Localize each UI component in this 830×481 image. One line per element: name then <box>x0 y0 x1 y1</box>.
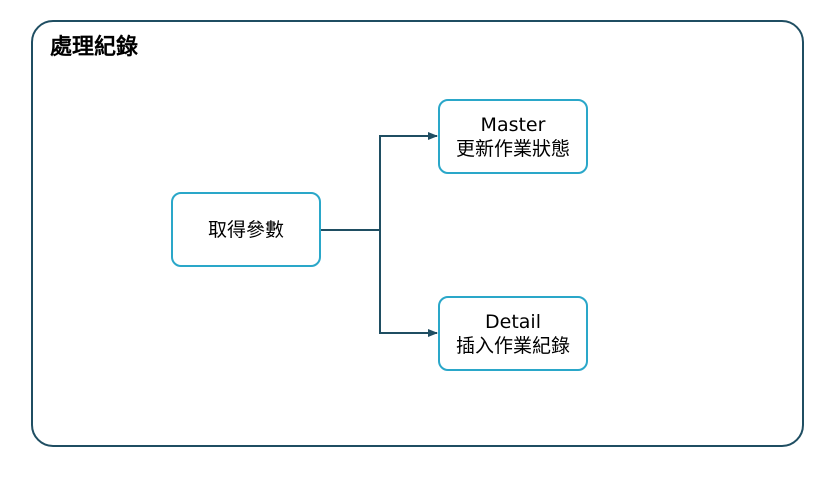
node-get-parameters[interactable]: 取得參數 <box>171 192 321 267</box>
node-detail-desc: 插入作業紀錄 <box>455 334 570 357</box>
node-get-parameters-label: 取得參數 <box>207 218 284 241</box>
node-master[interactable]: Master 更新作業狀態 <box>438 99 588 174</box>
node-detail[interactable]: Detail 插入作業紀錄 <box>438 296 588 371</box>
node-master-name: Master <box>480 113 546 136</box>
node-detail-name: Detail <box>485 310 541 333</box>
frame-title: 處理紀錄 <box>50 35 139 60</box>
node-master-desc: 更新作業狀態 <box>455 137 570 160</box>
process-frame <box>31 20 804 447</box>
